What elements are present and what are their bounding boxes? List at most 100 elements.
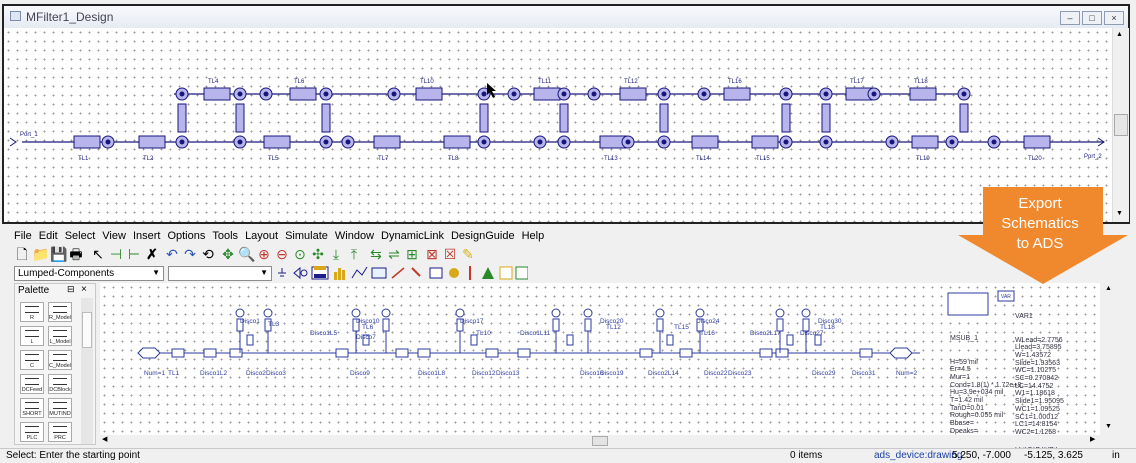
menu-item-dynamiclink[interactable]: DynamicLink (381, 230, 444, 242)
scroll-down-icon[interactable]: ▼ (1116, 210, 1123, 217)
palette-item-dcblock[interactable]: DCBlock (48, 374, 72, 394)
transmission-line-segment[interactable] (619, 87, 647, 101)
ground-icon[interactable] (278, 268, 286, 277)
pan-icon[interactable]: ✣ (312, 246, 324, 262)
transmission-line-segment[interactable] (289, 87, 317, 101)
schematic-disc[interactable] (455, 308, 465, 318)
palette-item-dcfeed[interactable]: DCFeed (20, 374, 44, 394)
menu-item-edit[interactable]: Edit (38, 230, 58, 242)
transmission-line-segment[interactable] (723, 87, 751, 101)
zoom-in-icon[interactable]: ⊕ (258, 246, 270, 262)
port2-marker[interactable] (1097, 137, 1105, 147)
schematic-horizontal-scrollbar[interactable]: ◀ ▶ (100, 435, 1102, 447)
transmission-line-segment[interactable] (73, 135, 101, 149)
schematic-stub[interactable] (814, 334, 822, 346)
transmission-line-segment[interactable] (373, 135, 401, 149)
name-icon[interactable] (411, 267, 421, 277)
menu-item-help[interactable]: Help (521, 230, 545, 242)
schematic-stub[interactable] (786, 334, 794, 346)
palette-item-prc[interactable]: PRC (48, 422, 72, 442)
transmission-line-segment[interactable] (911, 135, 939, 149)
menu-item-view[interactable]: View (102, 230, 126, 242)
optim-icon[interactable] (351, 266, 368, 279)
component-select[interactable]: ▼ (168, 266, 272, 281)
schematic-tl-segment[interactable] (203, 348, 217, 358)
scroll-down-icon[interactable]: ▼ (1105, 423, 1112, 430)
transmission-line-segment[interactable] (691, 135, 719, 149)
text-icon[interactable] (429, 267, 443, 279)
menu-item-options[interactable]: Options (167, 230, 206, 242)
vertical-stub[interactable] (235, 103, 245, 133)
schematic-stub[interactable] (552, 318, 560, 332)
schematic-stub[interactable] (666, 334, 674, 346)
menu-item-insert[interactable]: Insert (132, 230, 161, 242)
schematic-tl-segment[interactable] (759, 348, 773, 358)
transmission-line-segment[interactable] (909, 87, 937, 101)
undo-icon[interactable]: ↶ (166, 246, 178, 262)
schematic-disc[interactable] (655, 308, 665, 318)
layout-window-titlebar[interactable]: MFilter1_Design – □ × (4, 6, 1128, 29)
zoom-area-icon[interactable]: 🔍 (238, 246, 256, 262)
schematic-tl-segment[interactable] (485, 348, 499, 358)
scroll-thumb[interactable] (1114, 114, 1128, 136)
pin-icon[interactable]: ⊟ (67, 284, 75, 294)
schematic-tl-segment[interactable] (639, 348, 653, 358)
vertical-stub[interactable] (559, 103, 569, 133)
tune-icon[interactable]: ✎ (462, 246, 474, 262)
vertical-stub[interactable] (479, 103, 489, 133)
sync-icon[interactable]: ⇌ (388, 246, 400, 262)
palette-item-c[interactable]: C (20, 350, 44, 370)
data-display-icon[interactable] (515, 266, 529, 280)
pop-out-icon[interactable]: ⤒ (350, 246, 358, 262)
scroll-up-icon[interactable]: ▲ (1105, 285, 1112, 292)
term-port-1[interactable] (137, 347, 161, 359)
schematic-tl-segment[interactable] (335, 348, 349, 358)
vertical-stub[interactable] (959, 103, 969, 133)
menu-item-simulate[interactable]: Simulate (285, 230, 328, 242)
transmission-line-segment[interactable] (263, 135, 291, 149)
schematic-tl-segment[interactable] (171, 348, 185, 358)
schematic-disc[interactable] (801, 308, 811, 318)
transmission-line-segment[interactable] (203, 87, 231, 101)
select-arrow-icon[interactable]: ↖ (92, 246, 104, 262)
zoom-fit-icon[interactable]: ⊙ (294, 246, 306, 262)
var-icon[interactable] (311, 266, 329, 280)
palette-item-r[interactable]: R (20, 302, 44, 322)
schematic-disc[interactable] (351, 308, 361, 318)
rotate-icon[interactable]: ⟲ (202, 246, 214, 262)
schematic-tl-segment[interactable] (679, 348, 693, 358)
horizontal-scroll-thumb[interactable] (592, 436, 608, 446)
schematic-tl-segment[interactable] (395, 348, 409, 358)
vertical-stub[interactable] (821, 103, 831, 133)
maximize-button[interactable]: □ (1082, 11, 1102, 25)
palette-item-r_model[interactable]: R_Model (48, 302, 72, 322)
wire-icon[interactable] (391, 267, 405, 279)
deactivate-short-icon[interactable]: ⊠ (426, 246, 438, 262)
scroll-right-icon[interactable]: ▶ (1090, 436, 1096, 443)
hierarchy-icon[interactable]: ⊞ (406, 246, 418, 262)
push-into-icon[interactable]: ⤓ (332, 246, 340, 262)
generate-layout-icon[interactable]: ⇆ (370, 246, 382, 262)
schematic-disc[interactable] (551, 308, 561, 318)
component-library-icon[interactable] (449, 268, 459, 278)
menu-item-window[interactable]: Window (334, 230, 375, 242)
activate-icon[interactable]: ⊢ (127, 246, 141, 262)
schematic-stub[interactable] (584, 318, 592, 332)
menu-item-select[interactable]: Select (64, 230, 96, 242)
palette-scroll-thumb[interactable] (82, 312, 92, 348)
vertical-stub[interactable] (659, 103, 669, 133)
sweep-icon[interactable] (334, 268, 345, 280)
new-icon[interactable]: 🗋 (16, 246, 28, 262)
move-icon[interactable]: ✥ (222, 246, 234, 262)
deactivate-open-icon[interactable]: ☒ (443, 246, 457, 262)
transmission-line-segment[interactable] (138, 135, 166, 149)
schematic-disc[interactable] (263, 308, 273, 318)
schematic-stub[interactable] (382, 318, 390, 332)
save-icon[interactable]: 💾 (50, 246, 68, 262)
close-icon[interactable]: × (81, 284, 87, 295)
minimize-button[interactable]: – (1060, 11, 1080, 25)
transmission-line-segment[interactable] (751, 135, 779, 149)
vertical-stub[interactable] (321, 103, 331, 133)
schematic-tl-segment[interactable] (859, 348, 873, 358)
port1-marker[interactable] (9, 137, 17, 147)
